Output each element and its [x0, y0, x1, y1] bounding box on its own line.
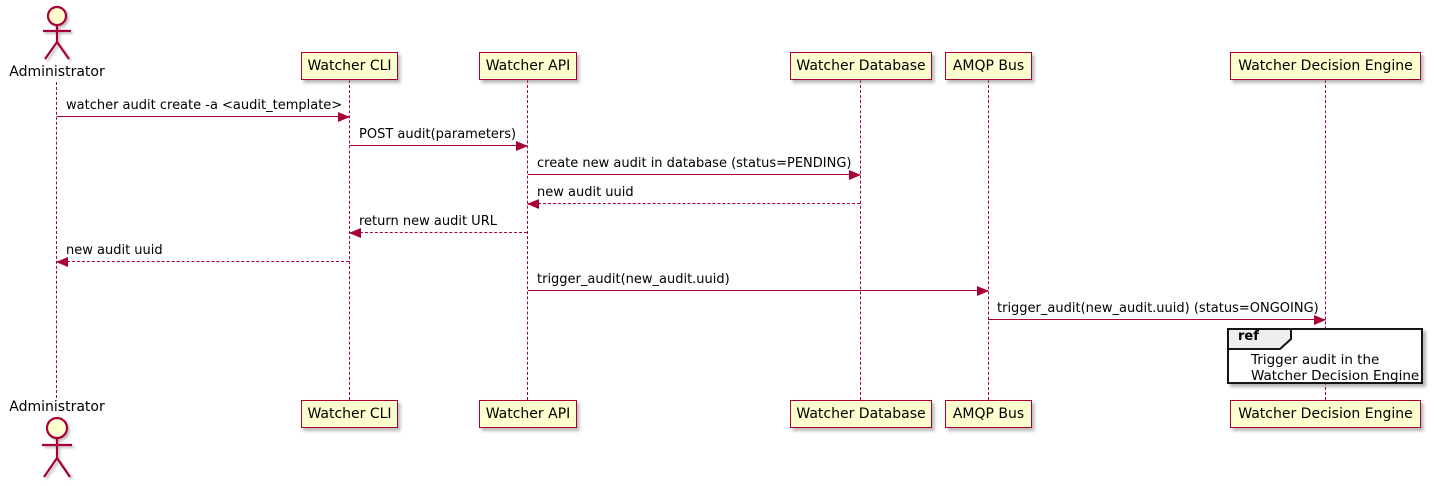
message-new-audit-uuid-cli: new audit uuid	[56, 242, 349, 267]
message-create-audit-db: create new audit in database (status=PEN…	[528, 155, 861, 180]
message-post-audit: POST audit(parameters)	[350, 126, 528, 151]
message-label: trigger_audit(new_audit.uuid) (status=ON…	[997, 301, 1319, 316]
participant-amqp-bus-bottom: AMQP Bus	[945, 400, 1032, 428]
lifeline-watcher-api	[527, 80, 528, 400]
message-new-audit-uuid-return: new audit uuid	[527, 184, 860, 209]
participant-watcher-cli: Watcher CLI	[301, 52, 398, 80]
actor-label: Administrator	[9, 64, 105, 80]
arrowhead-icon	[338, 112, 350, 122]
message-line	[57, 116, 349, 117]
participant-watcher-cli-bottom: Watcher CLI	[301, 400, 398, 428]
message-label: POST audit(parameters)	[359, 127, 517, 142]
message-trigger-audit-ongoing: trigger_audit(new_audit.uuid) (status=ON…	[988, 300, 1326, 325]
actor-icon	[43, 5, 71, 60]
participant-watcher-decision-engine: Watcher Decision Engine	[1230, 52, 1421, 80]
message-label: return new audit URL	[359, 214, 497, 229]
lifeline-watcher-database	[860, 80, 861, 400]
arrowhead-icon	[516, 141, 528, 151]
message-line	[350, 145, 527, 146]
message-label: create new audit in database (status=PEN…	[537, 156, 852, 171]
arrowhead-icon	[849, 170, 861, 180]
message-line	[528, 174, 860, 175]
arrowhead-icon	[977, 286, 989, 296]
participant-watcher-api: Watcher API	[479, 52, 577, 80]
participant-watcher-database: Watcher Database	[790, 52, 932, 80]
arrowhead-icon	[349, 228, 361, 238]
message-label: new audit uuid	[66, 243, 163, 258]
ref-tab-shape-icon	[1227, 328, 1292, 350]
message-line	[988, 319, 1325, 320]
message-line	[57, 261, 349, 262]
message-trigger-audit: trigger_audit(new_audit.uuid)	[528, 271, 989, 296]
message-label: watcher audit create -a <audit_template>	[66, 98, 343, 113]
actor-icon-bottom	[42, 416, 72, 478]
ref-tab: ref	[1227, 328, 1293, 350]
message-audit-create: watcher audit create -a <audit_template>	[57, 97, 350, 122]
message-label: trigger_audit(new_audit.uuid)	[537, 272, 730, 287]
message-label: new audit uuid	[537, 185, 634, 200]
ref-keyword: ref	[1238, 329, 1259, 344]
lifeline-watcher-decision-engine	[1325, 80, 1326, 400]
message-line	[528, 203, 860, 204]
ref-text: Trigger audit in the Watcher Decision En…	[1251, 352, 1421, 384]
participant-watcher-api-bottom: Watcher API	[479, 400, 577, 428]
participant-amqp-bus: AMQP Bus	[945, 52, 1032, 80]
actor-label-bottom: Administrator	[9, 399, 105, 415]
message-return-audit-url: return new audit URL	[349, 213, 527, 238]
ref-text-line-1: Trigger audit in the	[1251, 352, 1380, 368]
arrowhead-icon	[56, 257, 68, 267]
arrowhead-icon	[527, 199, 539, 209]
message-line	[528, 290, 988, 291]
message-line	[350, 232, 527, 233]
ref-text-line-2: Watcher Decision Engine	[1251, 368, 1420, 384]
ref-fragment: ref Trigger audit in the Watcher Decisio…	[1227, 328, 1423, 384]
lifeline-administrator	[56, 82, 57, 398]
participant-watcher-decision-engine-bottom: Watcher Decision Engine	[1230, 400, 1421, 428]
lifeline-amqp-bus	[988, 80, 989, 400]
lifeline-watcher-cli	[349, 80, 350, 400]
arrowhead-icon	[1314, 315, 1326, 325]
participant-watcher-database-bottom: Watcher Database	[790, 400, 932, 428]
